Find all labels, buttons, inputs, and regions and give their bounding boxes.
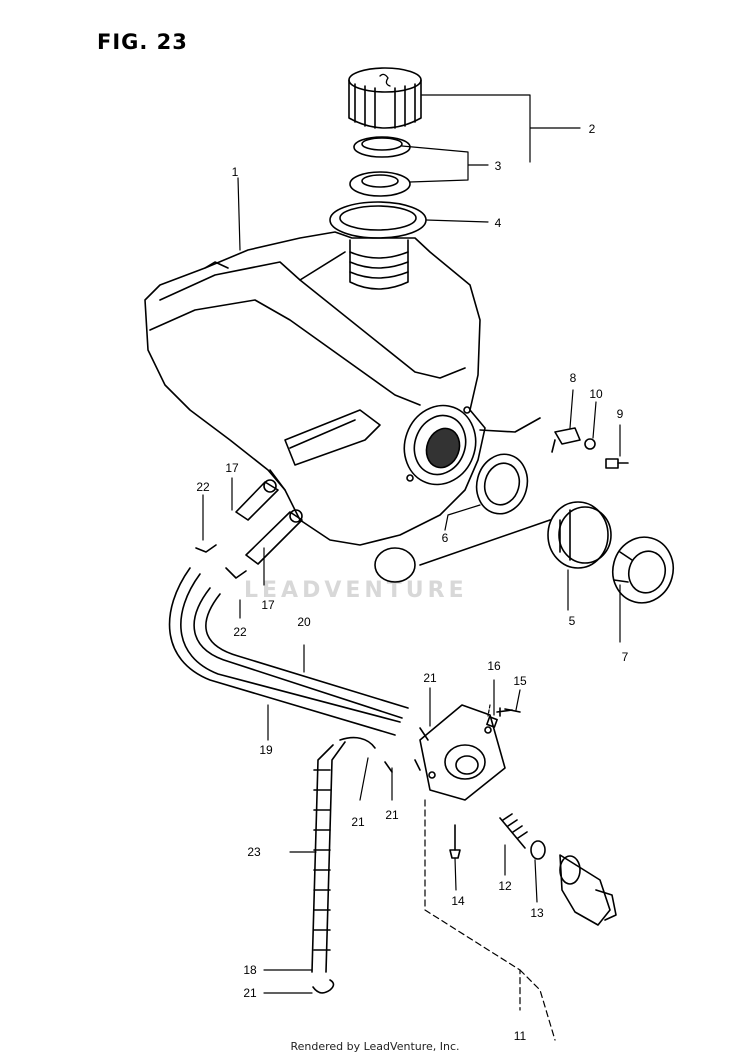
filler-neck	[349, 239, 409, 290]
washer	[584, 438, 596, 450]
callout-label: 3	[495, 159, 502, 173]
footer-credit: Rendered by LeadVenture, Inc.	[290, 1040, 460, 1053]
bracket-clip	[551, 427, 581, 453]
callout-label: 21	[385, 808, 399, 822]
callout-label: 8	[570, 371, 577, 385]
callout-label: 21	[243, 986, 257, 1000]
callout-label: 13	[530, 906, 544, 920]
callout-label: 19	[259, 743, 273, 757]
callout-label: 10	[589, 387, 603, 401]
callout-label: 9	[617, 407, 624, 421]
fuel-hose-19	[168, 567, 401, 736]
fuel-cock-spring	[499, 813, 528, 849]
fuel-cap	[348, 67, 422, 129]
outlet-cap	[547, 501, 612, 569]
fuel-tank	[144, 231, 541, 546]
callout-label: 12	[498, 879, 512, 893]
tank-outlet-window	[403, 404, 477, 486]
o-ring	[530, 840, 546, 860]
callout-label: 15	[513, 674, 527, 688]
callout-label: 7	[622, 650, 629, 664]
callout-label: 2	[589, 122, 596, 136]
callout-label: 5	[569, 614, 576, 628]
callout-label: 14	[451, 894, 465, 908]
vent-hose	[311, 736, 376, 973]
clamp-21c	[414, 759, 421, 771]
callout-label: 22	[196, 480, 210, 494]
callout-label: 4	[495, 216, 502, 230]
filler-neck-ring	[329, 201, 427, 239]
fuel-cock-bolt	[449, 824, 461, 859]
callout-labels: 1 2 3 4 5 6 7 8 9 10 11 12 13 14 15 16 1…	[196, 122, 628, 1043]
callout-label: 1	[232, 165, 239, 179]
callout-label: 17	[225, 461, 239, 475]
callout-label: 6	[442, 531, 449, 545]
callout-label: 21	[423, 671, 437, 685]
fuel-cock-screw	[486, 707, 521, 728]
fuel-cock-body	[419, 704, 506, 801]
fuel-hose-20	[193, 587, 409, 719]
watermark: LEADVENTURE	[244, 578, 468, 603]
outlet-gasket	[475, 453, 529, 515]
callout-label: 17	[261, 598, 275, 612]
callout-label: 11	[514, 1029, 527, 1043]
grommet	[611, 536, 675, 604]
callout-label: 20	[297, 615, 311, 629]
hose-nipple-lower	[245, 509, 303, 565]
cap-gasket-upper	[353, 136, 411, 158]
screw	[605, 458, 629, 469]
leader-lines	[202, 94, 621, 1041]
float-ball	[374, 547, 416, 583]
hose-clip-upper	[195, 544, 217, 553]
clamp-21a	[419, 727, 429, 741]
cap-gasket-lower	[349, 171, 411, 197]
clamp-bottom	[312, 979, 335, 994]
callout-label: 22	[233, 625, 247, 639]
fuel-cock-lever	[559, 854, 617, 926]
fig-title: FIG. 23	[97, 30, 188, 54]
callout-label: 16	[487, 659, 501, 673]
clamp-21b	[384, 761, 393, 773]
callout-label: 23	[247, 845, 261, 859]
hose-nipple-upper	[235, 479, 279, 521]
callout-label: 18	[243, 963, 257, 977]
callout-label: 21	[351, 815, 365, 829]
hose-clip-lower	[225, 567, 247, 579]
cap-strap	[419, 519, 551, 566]
